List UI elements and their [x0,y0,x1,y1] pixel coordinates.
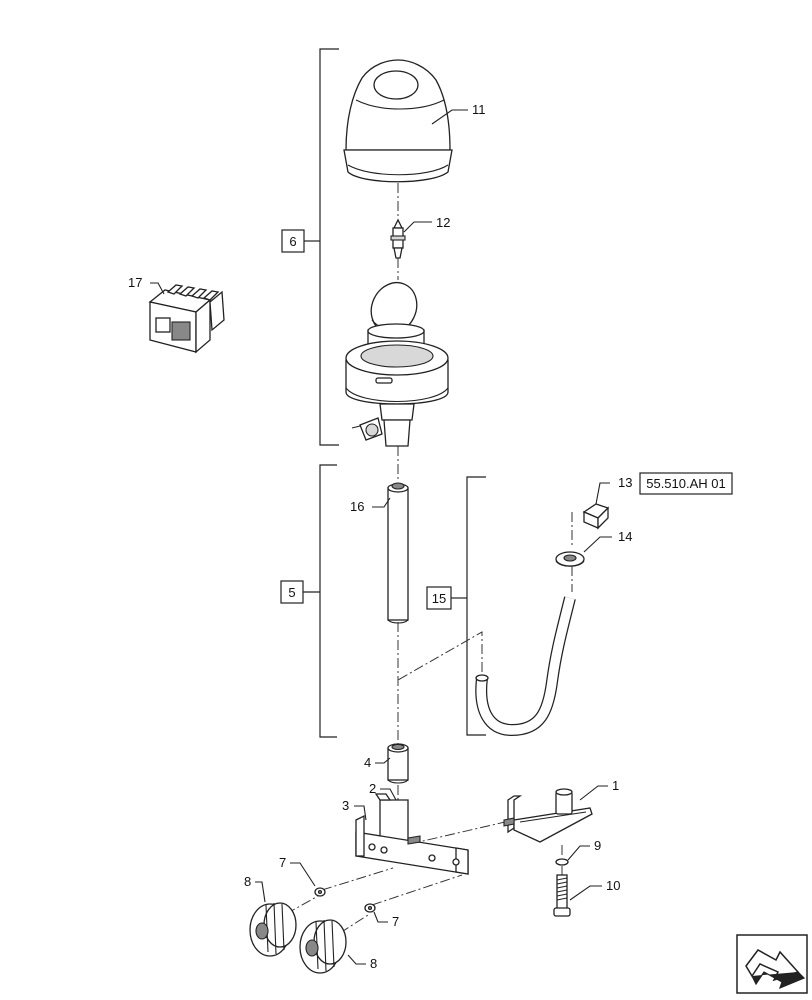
callout-17: 17 [128,275,142,290]
callout-3: 3 [342,798,349,813]
callout-10: 10 [606,878,620,893]
grommet [555,551,585,567]
washer-upper [314,887,326,897]
callout-5: 5 [288,585,295,600]
callout-7-lower: 7 [392,914,399,929]
mast-tube [387,482,409,624]
beacon-base-assembly [345,282,449,447]
reference-link[interactable]: 55.510.AH 01 [646,476,726,491]
power-cable [475,596,576,737]
rocker-switch [148,284,225,354]
callout-9: 9 [594,838,601,853]
callout-13: 13 [618,475,632,490]
callout-7-upper: 7 [279,855,286,870]
base-plate [503,788,593,843]
next-page-arrow-icon[interactable] [736,934,808,994]
callout-2: 2 [369,781,376,796]
callout-11: 11 [472,102,486,117]
callout-8-lower: 8 [370,956,377,971]
callout-15: 15 [432,591,446,606]
callout-12: 12 [436,215,450,230]
lock-washer [555,858,569,866]
washer-lower [364,903,376,913]
callout-box-6 [281,229,305,253]
reference-box [639,472,733,495]
callout-14: 14 [618,529,632,544]
callout-8-upper: 8 [244,874,251,889]
knob-lower [299,919,347,974]
beacon-lens-dome [343,59,453,183]
group-15-bracket [466,476,486,736]
callout-6: 6 [289,234,296,249]
cable-connector [582,503,610,530]
callout-box-5 [280,580,304,604]
knob-upper [249,902,297,957]
bolt [553,874,571,917]
leader-lines [150,109,612,965]
callout-box-15 [426,586,452,610]
callout-1: 1 [612,778,619,793]
sleeve [387,743,409,784]
bulb [390,218,406,259]
callout-16: 16 [350,499,364,514]
mounting-bracket [355,793,469,875]
callout-4: 4 [364,755,371,770]
group-5-bracket [319,464,337,738]
group-6-bracket [319,48,339,446]
